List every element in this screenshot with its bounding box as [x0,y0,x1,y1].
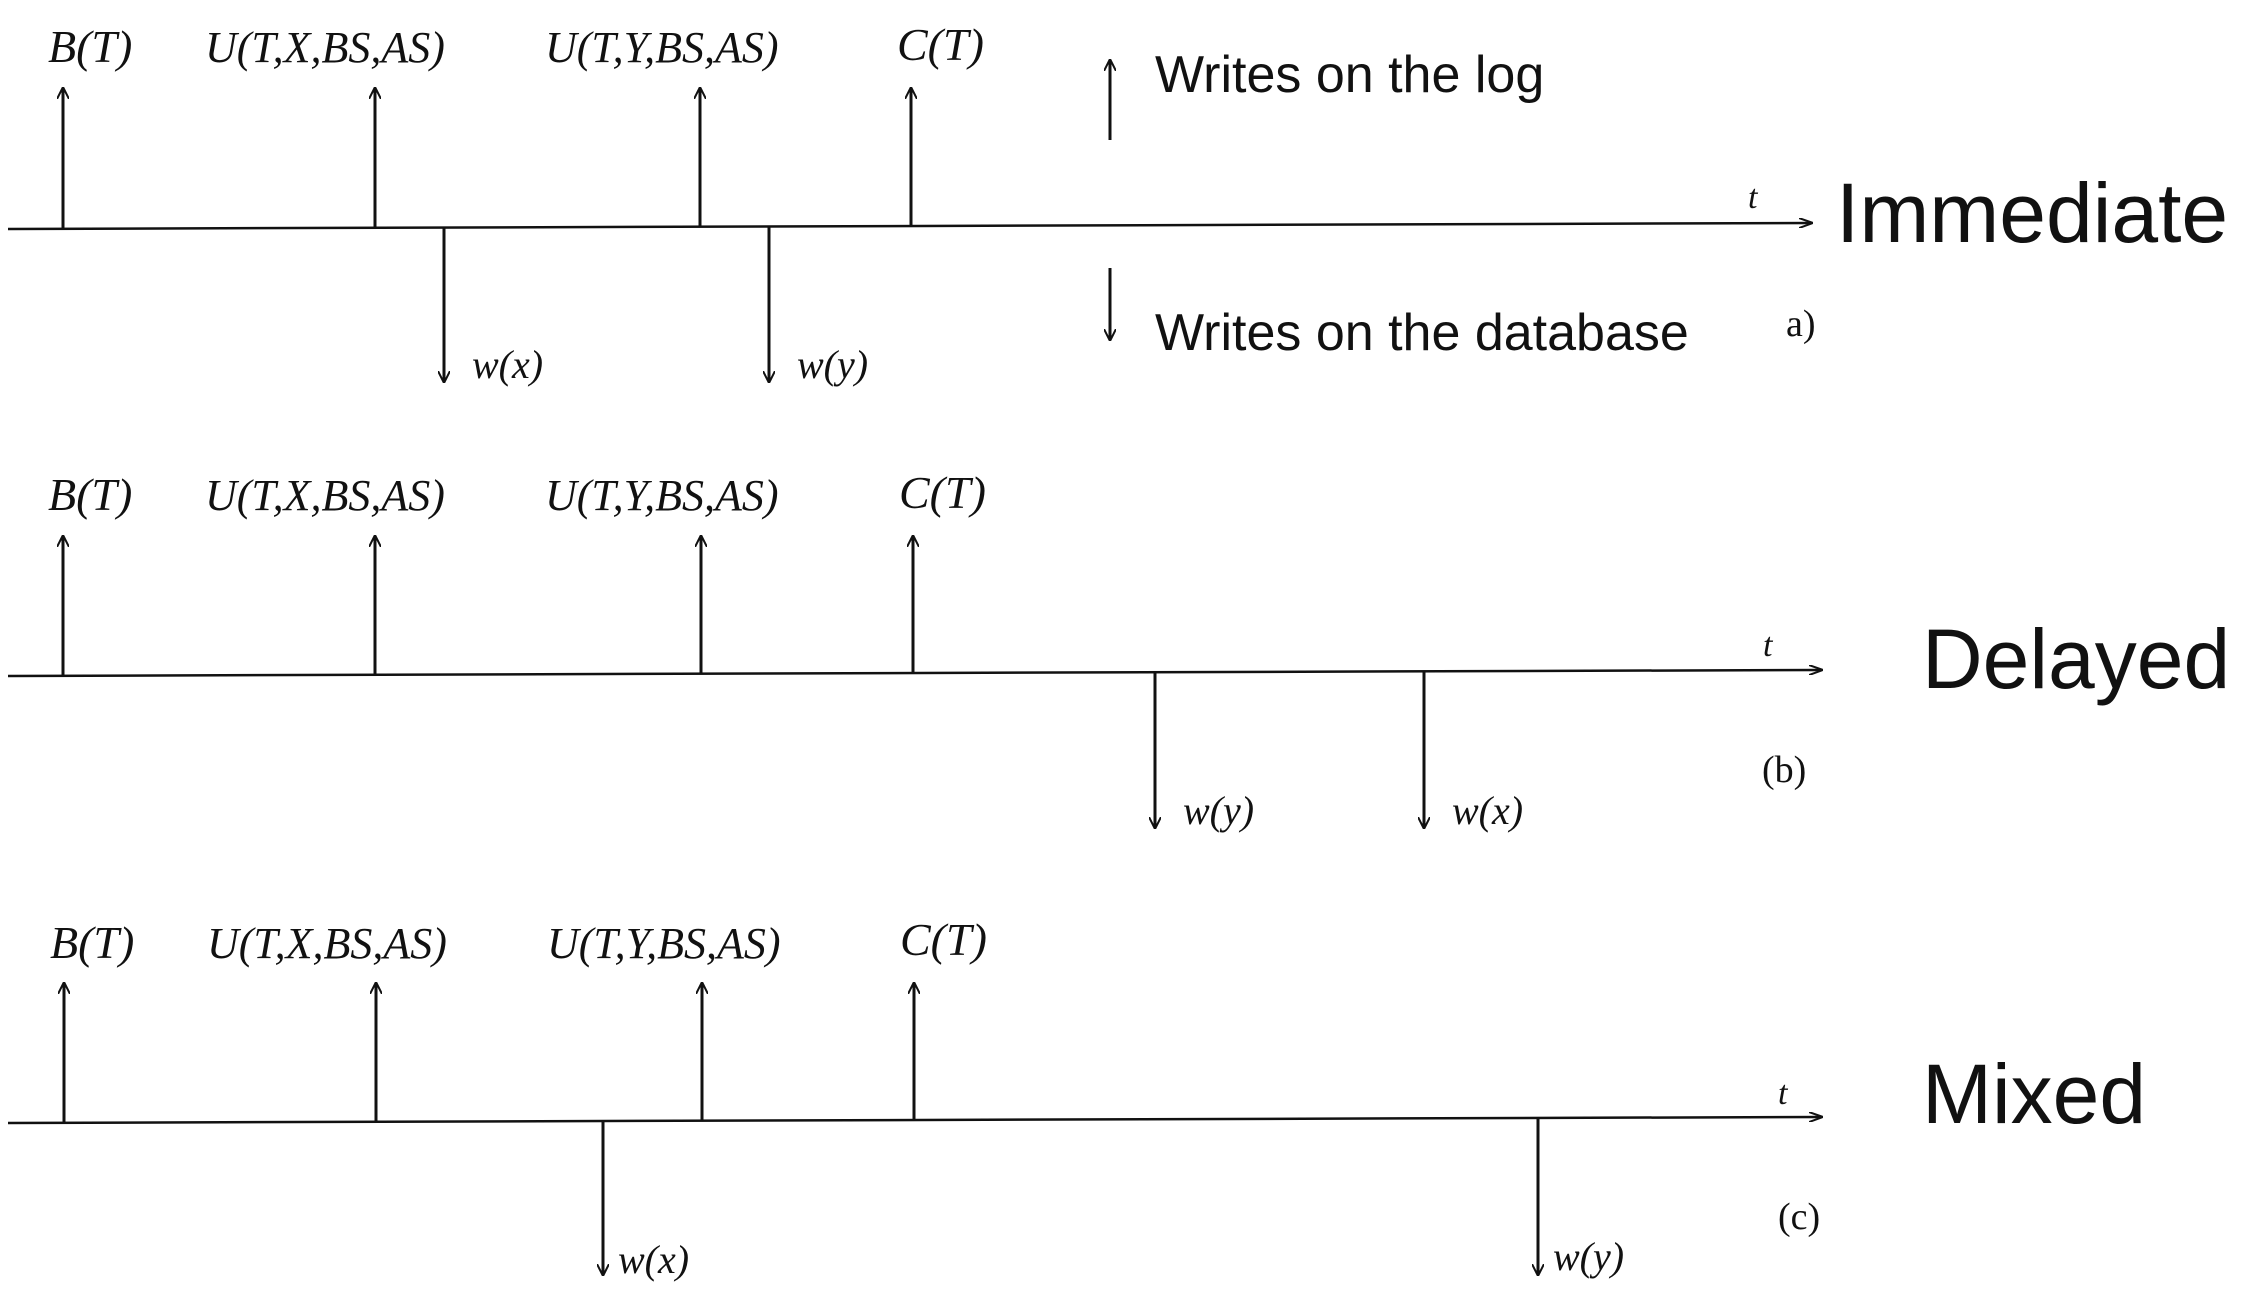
panel-immediate: t B(T) U(T,X,BS,AS) U(T,Y,BS,AS) C(T) w(… [7,19,2228,387]
panel-tag: a) [1786,303,1816,345]
legend-db-label: Writes on the database [1155,304,1689,362]
panel-mixed: t B(T) U(T,X,BS,AS) U(T,Y,BS,AS) C(T) w(… [7,914,2146,1282]
log-event-label: U(T,Y,BS,AS) [545,23,778,72]
panel-tag: (b) [1762,749,1806,791]
log-event-label: C(T) [900,914,987,965]
panel-delayed: t B(T) U(T,X,BS,AS) U(T,Y,BS,AS) C(T) w(… [7,467,2230,833]
panel-tag: (c) [1778,1196,1820,1238]
log-event-label: B(T) [48,21,132,72]
db-write-label: w(y) [1553,1234,1624,1279]
log-event-label: B(T) [50,917,134,968]
log-event-label: U(T,X,BS,AS) [205,23,445,72]
log-event-label: U(T,Y,BS,AS) [545,471,778,520]
panel-title: Mixed [1922,1047,2146,1141]
panel-title: Immediate [1836,166,2228,260]
time-axis-label: t [1763,627,1774,664]
db-write-label: w(y) [1183,788,1254,833]
log-event-label: C(T) [897,19,984,70]
db-write-label: w(y) [797,342,868,387]
log-event-label: U(T,X,BS,AS) [205,471,445,520]
log-event-label: U(T,Y,BS,AS) [547,919,780,968]
db-write-label: w(x) [472,342,543,387]
legend: Writes on the log Writes on the database [1110,46,1689,362]
time-axis [7,670,1822,678]
db-write-label: w(x) [618,1237,689,1282]
db-write-label: w(x) [1452,788,1523,833]
log-event-label: C(T) [899,467,986,518]
log-event-label: U(T,X,BS,AS) [207,919,447,968]
log-event-label: B(T) [48,469,132,520]
panel-title: Delayed [1922,612,2230,706]
legend-log-label: Writes on the log [1155,46,1544,104]
time-axis-label: t [1778,1075,1789,1112]
time-axis-label: t [1748,179,1759,216]
